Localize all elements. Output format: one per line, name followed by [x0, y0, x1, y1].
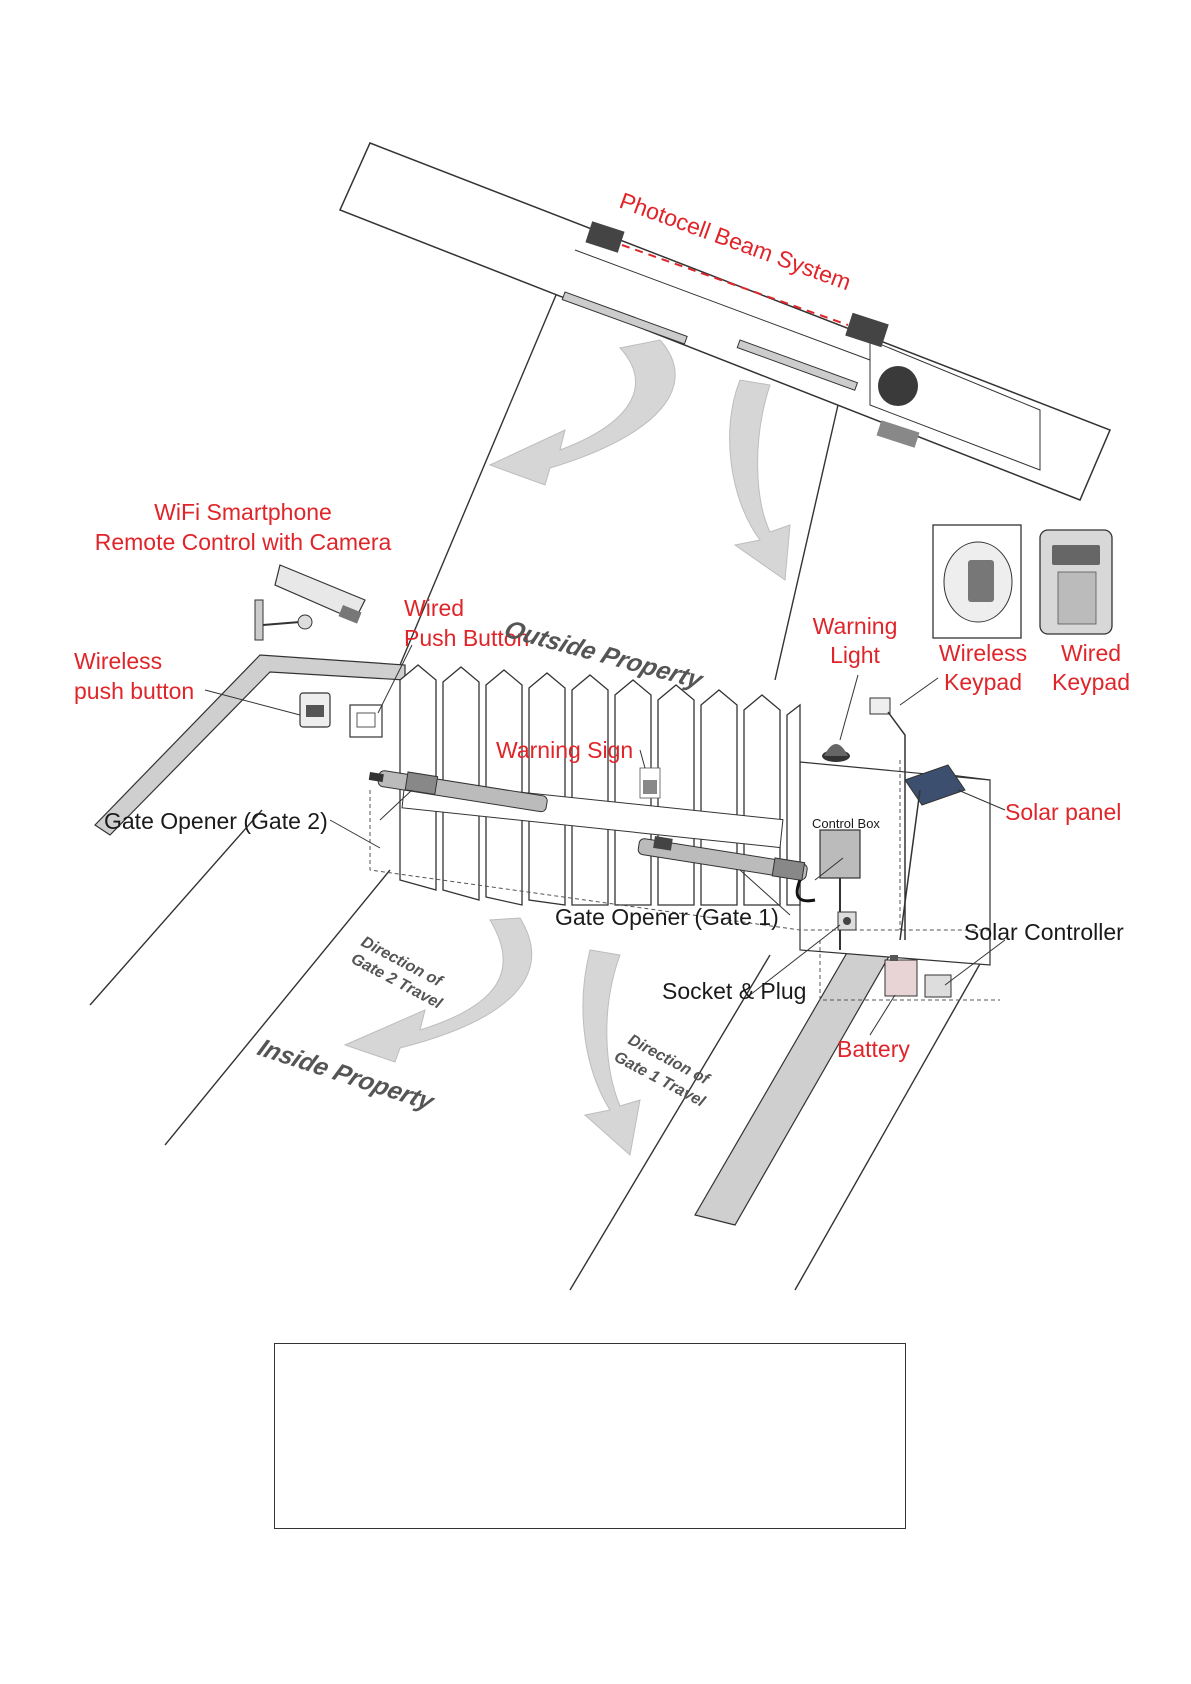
pillar-plate [876, 420, 920, 448]
warning-sign-label: Warning Sign [496, 737, 633, 763]
wired-push-button-icon [349, 704, 383, 738]
outside-property-label: Outside Property [500, 616, 708, 695]
solar-controller-label: Solar Controller [964, 919, 1124, 945]
control-box-label: Control Box [812, 816, 880, 831]
socket-plug-label: Socket & Plug [662, 978, 806, 1004]
gate-opener-2-label: Gate Opener (Gate 2) [104, 808, 328, 834]
photocell-beam [621, 244, 849, 326]
solar-controller-icon [924, 974, 952, 998]
gate-fence [399, 664, 801, 906]
swing-arrows-bottom [343, 917, 641, 1156]
warning-light-pole-icon [869, 697, 906, 940]
warning-light-label-line1: Warning [813, 613, 898, 639]
warning-light-icon [822, 744, 850, 762]
inside-property-label: Inside Property [253, 1034, 439, 1116]
photocell-sensor-right [845, 312, 889, 348]
wireless-keypad-label-line2: Keypad [944, 669, 1022, 695]
wired-push-label-line1: Wired [404, 595, 464, 621]
photocell-sensor-left [585, 221, 625, 253]
control-box-icon [795, 829, 861, 950]
wireless-keypad-label-line1: Wireless [939, 640, 1027, 666]
empty-note-box [274, 1343, 906, 1529]
gate-opener-2-icon [368, 770, 548, 813]
wired-push-label-line2: Push Button [404, 625, 529, 651]
wireless-push-button-icon [299, 692, 331, 728]
warning-light-label-line2: Light [830, 642, 880, 668]
wired-keypad-label-line1: Wired [1061, 640, 1121, 666]
swing-arrows-top [488, 339, 791, 581]
wiring-dashed [369, 760, 1000, 1001]
leader-lines [204, 644, 1006, 1036]
top-gate-arm-right [736, 339, 859, 391]
battery-label: Battery [837, 1036, 910, 1062]
socket-plug-icon [837, 911, 857, 931]
solar-panel-label: Solar panel [1005, 799, 1121, 825]
wireless-push-label-line2: push button [74, 678, 194, 704]
wired-keypad-label-line2: Keypad [1052, 669, 1130, 695]
top-gate-arm-left [561, 291, 688, 345]
outside-wall [338, 142, 1111, 501]
warning-sign-icon [639, 767, 661, 799]
wired-keypad-icon [1039, 529, 1113, 635]
gate-opener-1-label: Gate Opener (Gate 1) [555, 904, 779, 930]
driveway-lines [89, 249, 986, 1291]
solar-panel-icon [899, 764, 966, 941]
wifi-camera-label-line2: Remote Control with Camera [95, 529, 392, 555]
wifi-camera-icon [254, 564, 366, 641]
wifi-camera-label-line1: WiFi Smartphone [154, 499, 332, 525]
pillar-post-icon [878, 366, 918, 406]
gate-opener-1-icon [637, 836, 808, 882]
battery-icon [884, 955, 918, 997]
wireless-push-label-line1: Wireless [74, 648, 162, 674]
wireless-keypad-icon [932, 524, 1022, 639]
